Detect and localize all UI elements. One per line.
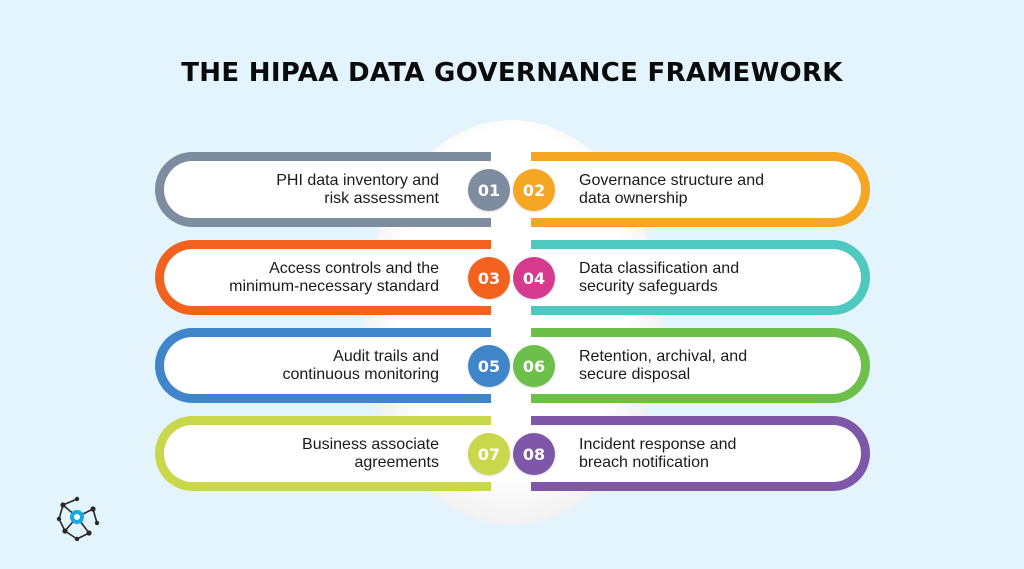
- step-01-badge: 01: [468, 169, 510, 211]
- step-08-badge: 08: [513, 433, 555, 475]
- step-05-badge: 05: [468, 345, 510, 387]
- network-node-logo-icon: [56, 496, 100, 541]
- step-06-badge: 06: [513, 345, 555, 387]
- step-04-badge: 04: [513, 257, 555, 299]
- page-title: THE HIPAA DATA GOVERNANCE FRAMEWORK: [181, 58, 843, 88]
- step-03-badge: 03: [468, 257, 510, 299]
- step-02-badge: 02: [513, 169, 555, 211]
- step-07-badge: 07: [468, 433, 510, 475]
